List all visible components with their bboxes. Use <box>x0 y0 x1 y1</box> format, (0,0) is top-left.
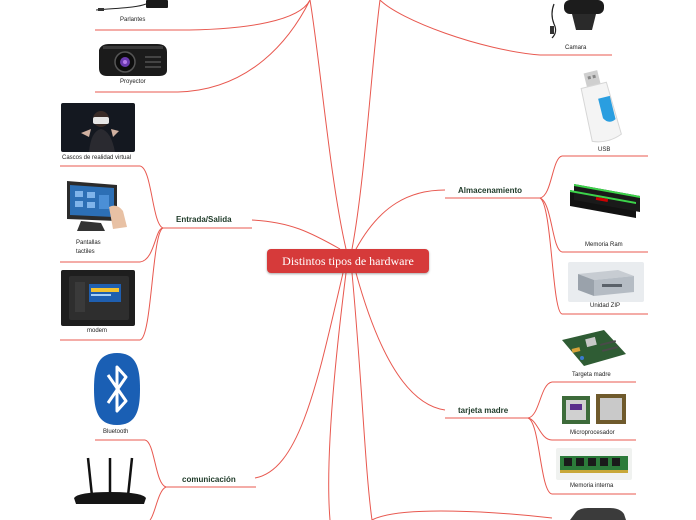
leaf-bluetooth[interactable]: Bluetooth <box>103 429 129 435</box>
leaf-proyector[interactable]: Proyector <box>120 79 146 85</box>
cpu-image <box>556 390 632 428</box>
leaf-memoria-interna[interactable]: Memoria interna <box>570 483 614 489</box>
leaf-memoria-ram[interactable]: Memoria Ram <box>585 242 623 248</box>
bluetooth-image <box>94 353 140 425</box>
leaf-unidad-zip[interactable]: Unidad ZIP <box>590 303 621 309</box>
modem-image <box>61 270 135 326</box>
leaf-pantallas-line1[interactable]: Pantallas <box>76 240 101 246</box>
topic-almacenamiento[interactable]: Almacenamiento <box>458 186 523 195</box>
leaf-targeta-madre[interactable]: Targeta madre <box>572 372 611 378</box>
topic-comunicacion[interactable]: comunicación <box>182 475 236 484</box>
touchscreen-image <box>61 177 135 235</box>
central-topic[interactable]: Distintos tipos de hardware <box>267 249 429 273</box>
leaf-camara[interactable]: Camara <box>565 45 587 51</box>
leaf-usb[interactable]: USB <box>598 147 611 153</box>
device-image-partial <box>570 508 626 520</box>
motherboard-image <box>562 330 626 366</box>
router-image <box>74 457 146 504</box>
internal-memory-image <box>556 448 632 480</box>
topic-tarjeta-madre[interactable]: tarjeta madre <box>458 406 509 415</box>
leaf-parlantes[interactable]: Parlantes <box>120 17 146 23</box>
usb-image <box>580 70 622 143</box>
projector-image <box>99 44 167 76</box>
leaf-modem[interactable]: modem <box>87 328 108 334</box>
zip-drive-image <box>568 262 644 302</box>
leaf-microprocesador[interactable]: Microprocesador <box>570 430 615 436</box>
vr-headset-image <box>61 103 135 152</box>
leaf-vr[interactable]: Cascos de realidad virtual <box>62 155 132 161</box>
leaf-pantallas-line2[interactable]: tactiles <box>76 249 95 255</box>
camera-image <box>550 0 604 39</box>
speakers-image <box>96 0 168 11</box>
ram-image <box>566 176 644 232</box>
topic-entrada-salida[interactable]: Entrada/Salida <box>176 215 232 224</box>
